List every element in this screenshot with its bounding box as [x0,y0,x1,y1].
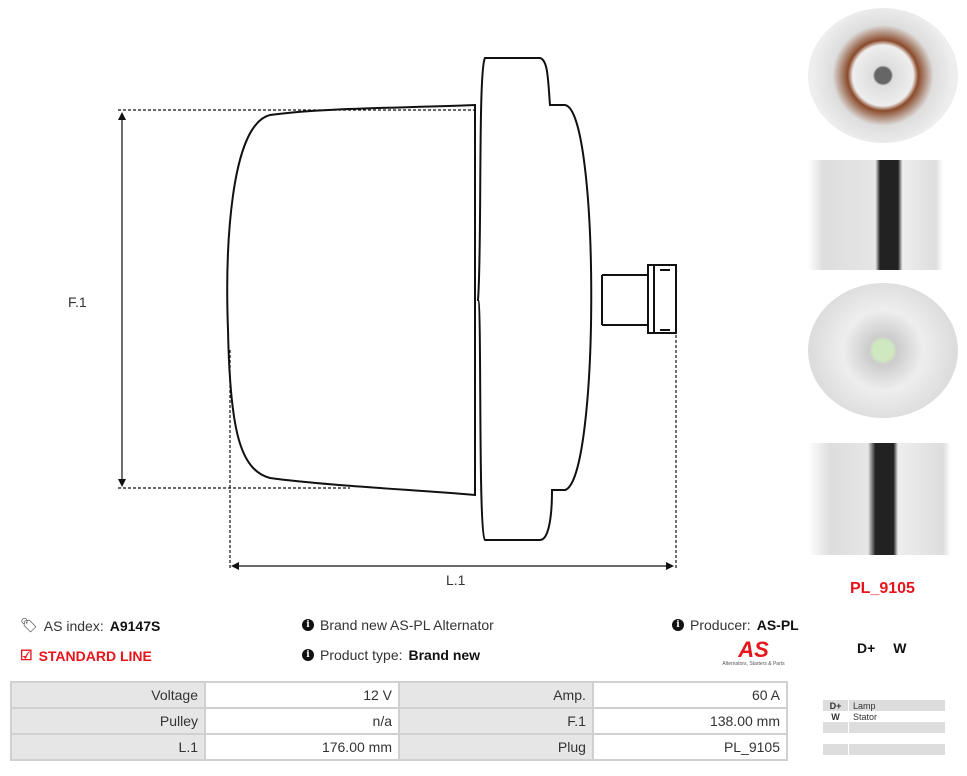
as-pl-logo: AS Alternators, Starters & Parts [722,637,785,668]
shaft-outline [601,264,677,334]
alternator-housing-outline [476,57,593,541]
as-index: 🏷 AS index:A9147S [20,617,161,634]
info-icon: i [672,619,684,631]
alternator-body-outline [226,103,476,497]
terminals: D+ W [857,640,907,656]
height-label: F.1 [68,294,87,310]
length-label: L.1 [446,572,466,588]
info-icon: i [302,649,314,661]
dimension-drawing [118,57,677,570]
product-photo-front[interactable] [808,8,958,143]
standard-line-badge: ☑STANDARD LINE [20,647,152,664]
product-photo-rear[interactable] [808,283,958,418]
checkbox-icon: ☑ [20,647,33,663]
plug-name[interactable]: PL_9105 [850,580,915,597]
product-photo-side[interactable] [808,160,958,270]
info-icon: i [302,619,314,631]
product-photo-side-2[interactable] [808,443,958,555]
pin-row: D+Lamp [823,700,945,711]
tags-icon: 🏷 [20,617,38,633]
